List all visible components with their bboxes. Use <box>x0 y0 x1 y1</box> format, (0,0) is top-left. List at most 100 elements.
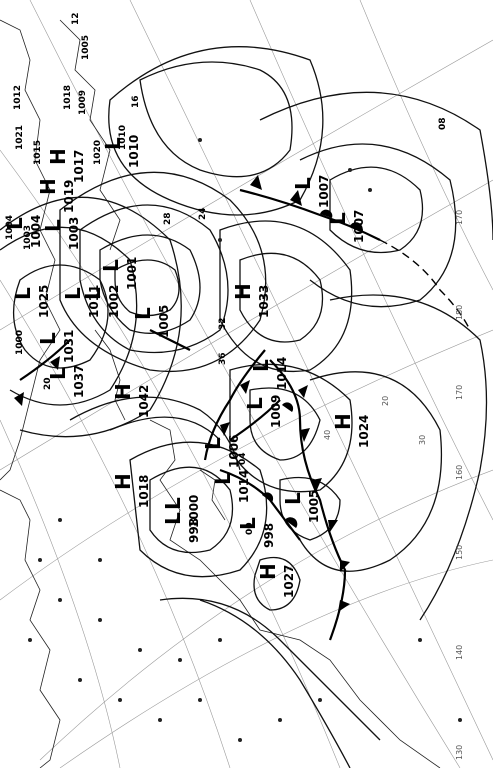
isobar-label: 28 <box>163 212 173 225</box>
meridian-label: 130 <box>455 745 464 760</box>
high-symbol: H <box>111 473 135 490</box>
isobar-label: 24 <box>198 207 208 220</box>
isobar-label: 04 <box>238 452 248 465</box>
isobar-label: 00 <box>245 522 255 535</box>
low-symbol: L <box>11 287 35 300</box>
central-pressure: 1031 <box>62 330 76 363</box>
meridian-label: 170 <box>455 385 464 400</box>
isobar-label: 1020 <box>93 140 103 165</box>
central-pressure: 998 <box>262 523 276 548</box>
low-symbol: L <box>281 492 305 505</box>
low-symbol: L <box>236 517 260 530</box>
isobar-label: 1015 <box>33 140 43 165</box>
meridian-label: 180 <box>455 305 464 320</box>
central-pressure: 1042 <box>137 385 151 418</box>
central-pressure: 1024 <box>357 415 371 448</box>
low-symbol: L <box>249 359 273 372</box>
meridian-label: 170 <box>455 210 464 225</box>
central-pressure: 1000 <box>187 495 201 528</box>
isobar-label: 1004 <box>5 215 15 240</box>
low-symbol: L <box>161 512 185 525</box>
low-symbol: L <box>201 437 225 450</box>
central-pressure: 1017 <box>72 150 86 183</box>
central-pressure: 1003 <box>67 217 81 250</box>
low-symbol: L <box>326 212 350 225</box>
isobar-label: 08 <box>438 117 448 130</box>
low-symbol: L <box>291 177 315 190</box>
meridian-label: 140 <box>455 645 464 660</box>
parallel-label: 20 <box>381 396 390 406</box>
central-pressure: 1004 <box>29 215 43 248</box>
isobar-label: 1003 <box>23 225 33 250</box>
isobar-label: 1005 <box>81 35 91 60</box>
low-symbol: L <box>101 137 125 150</box>
central-pressure: 1007 <box>352 210 366 243</box>
isobar-label: 1009 <box>78 90 88 115</box>
low-symbol: L <box>81 287 105 300</box>
front-symbols <box>14 175 363 612</box>
central-pressure: 1033 <box>257 285 271 318</box>
isobar-label: 1000 <box>15 330 25 355</box>
central-pressure: 1014 <box>275 357 289 390</box>
isobar-label: 16 <box>131 95 141 108</box>
central-pressure: 1001 <box>125 257 139 290</box>
low-symbol: L <box>41 219 65 232</box>
central-pressure: 1005 <box>157 305 171 338</box>
high-symbol: H <box>256 563 280 580</box>
isobars <box>0 46 493 768</box>
isobar-label: 20 <box>43 377 53 390</box>
central-pressure: 1010 <box>127 135 141 168</box>
low-symbol: L <box>46 367 70 380</box>
isobar-label: 36 <box>218 352 228 365</box>
parallel-label: 40 <box>323 430 332 440</box>
low-symbol: L <box>243 397 267 410</box>
central-pressure: 1018 <box>137 475 151 508</box>
station-markers <box>28 138 462 742</box>
isobar-label: 1010 <box>118 125 128 150</box>
central-pressure: 1014 <box>237 470 251 503</box>
low-symbol: L <box>3 217 27 230</box>
isobar-labels: 1005 1010 1020 1021 1015 1018 1009 12 16 20 24 28 32… <box>5 12 448 535</box>
high-symbol: H <box>46 148 70 165</box>
isobar-label: 32 <box>218 317 228 330</box>
low-symbol: L <box>131 307 155 320</box>
central-pressure: 1037 <box>72 365 86 398</box>
central-pressure: 1011 <box>87 285 101 318</box>
central-pressure: 1002 <box>107 285 121 318</box>
isobar-label: 12 <box>71 12 81 25</box>
isobar-label: 1012 <box>13 85 23 110</box>
central-pressure: 998 <box>187 518 201 543</box>
low-symbol: L <box>36 332 60 345</box>
meridian-label: 150 <box>455 545 464 560</box>
central-pressure: 1025 <box>37 285 51 318</box>
parallel-label: 30 <box>418 435 427 445</box>
central-pressure: 1009 <box>269 395 283 428</box>
isobar-label: 1021 <box>15 125 25 150</box>
